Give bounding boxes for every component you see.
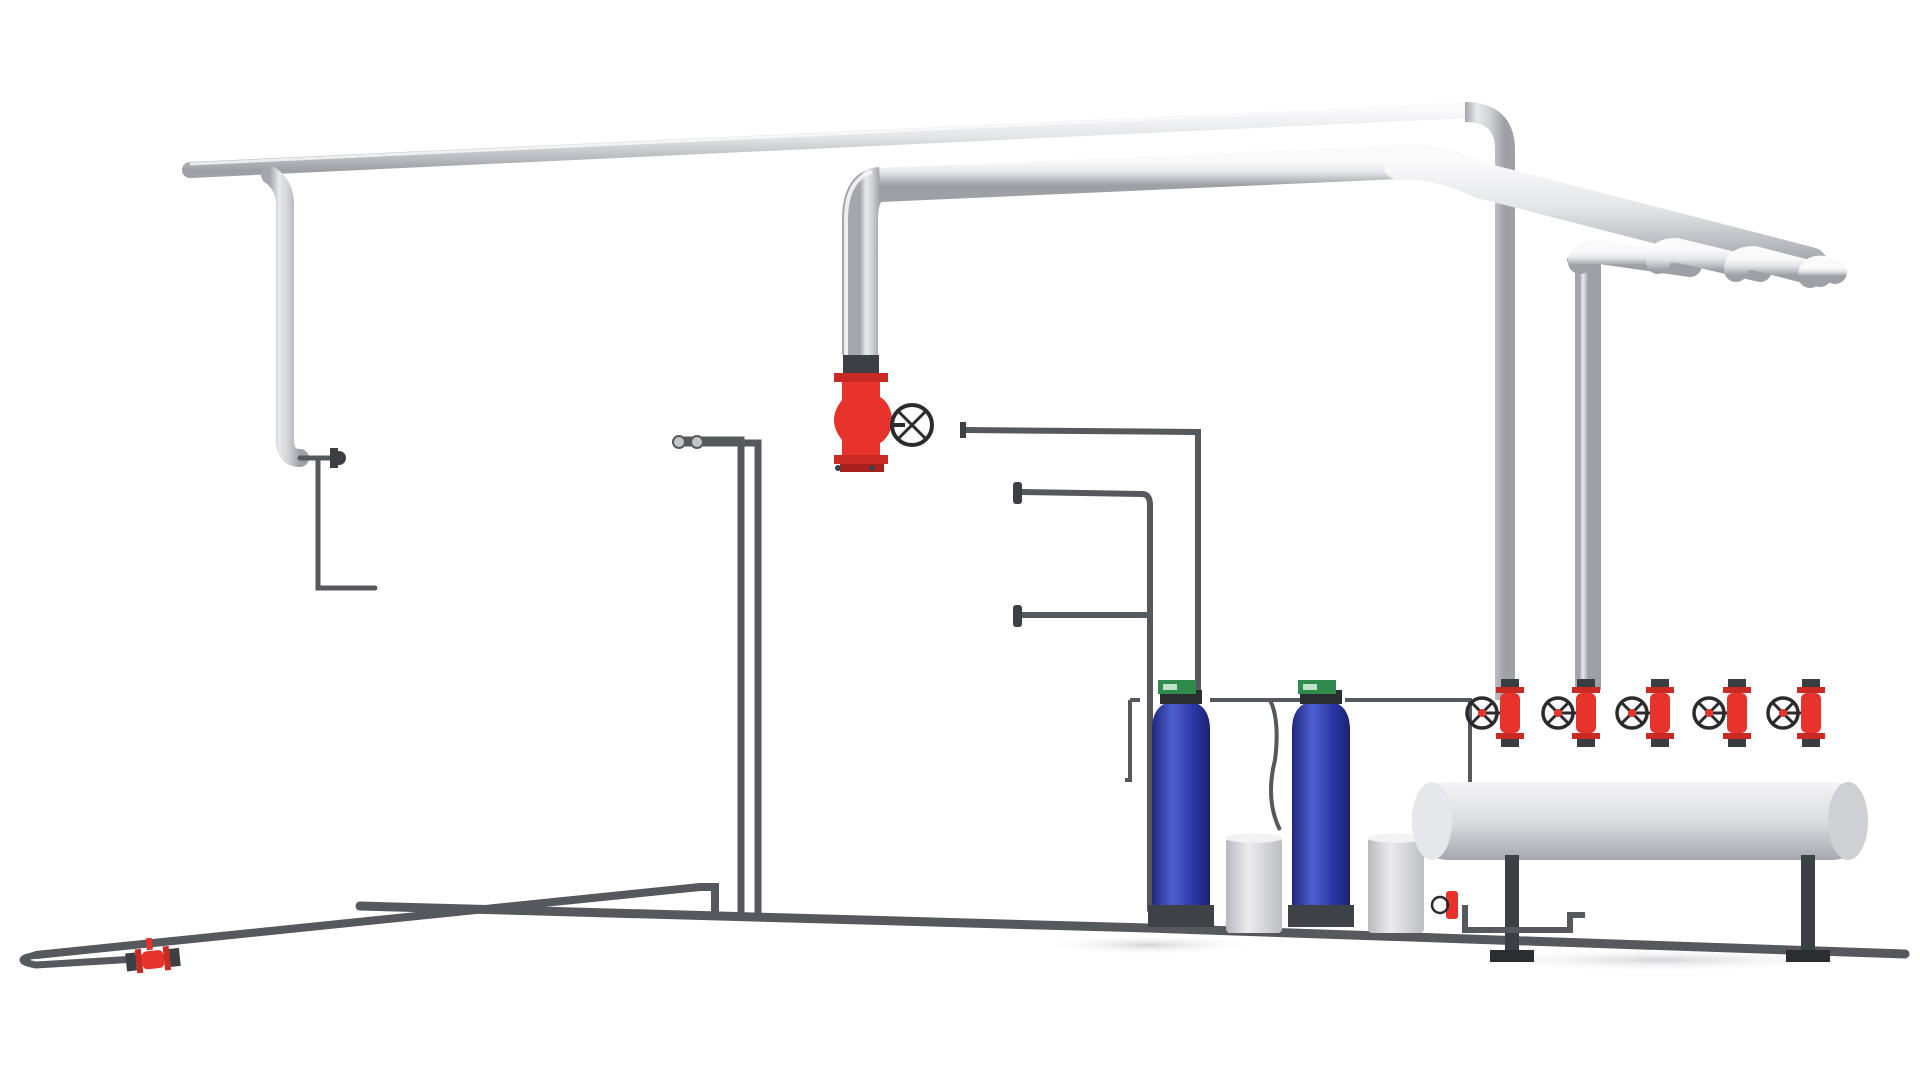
brine-tank-2 — [1368, 833, 1424, 933]
gate-valves — [1465, 677, 1827, 749]
gate-valve-5 — [1766, 677, 1827, 749]
riser-caps — [672, 435, 704, 449]
brine-tank-1 — [1226, 833, 1282, 933]
distribution-risers — [1567, 237, 1847, 690]
softener-tank-1 — [1148, 680, 1214, 927]
softener-tank-2 — [1288, 680, 1354, 927]
small-bypass-valve — [1430, 891, 1458, 919]
top-left-insulated-pipe — [182, 102, 1515, 700]
floor-check-valve — [125, 937, 181, 974]
manifold-drum — [1412, 782, 1868, 962]
water-softener-system — [1125, 680, 1472, 933]
softener-pipe-caps — [960, 422, 1022, 627]
gate-valve-4 — [1692, 677, 1753, 749]
gate-valve-2 — [1541, 677, 1602, 749]
left-steel-branch — [297, 455, 378, 591]
softener-feed-pipes — [962, 427, 1201, 913]
left-flange — [330, 448, 346, 468]
large-red-valve — [834, 355, 934, 472]
main-insulated-header — [842, 143, 1828, 355]
ground-shadows — [1040, 935, 1860, 972]
